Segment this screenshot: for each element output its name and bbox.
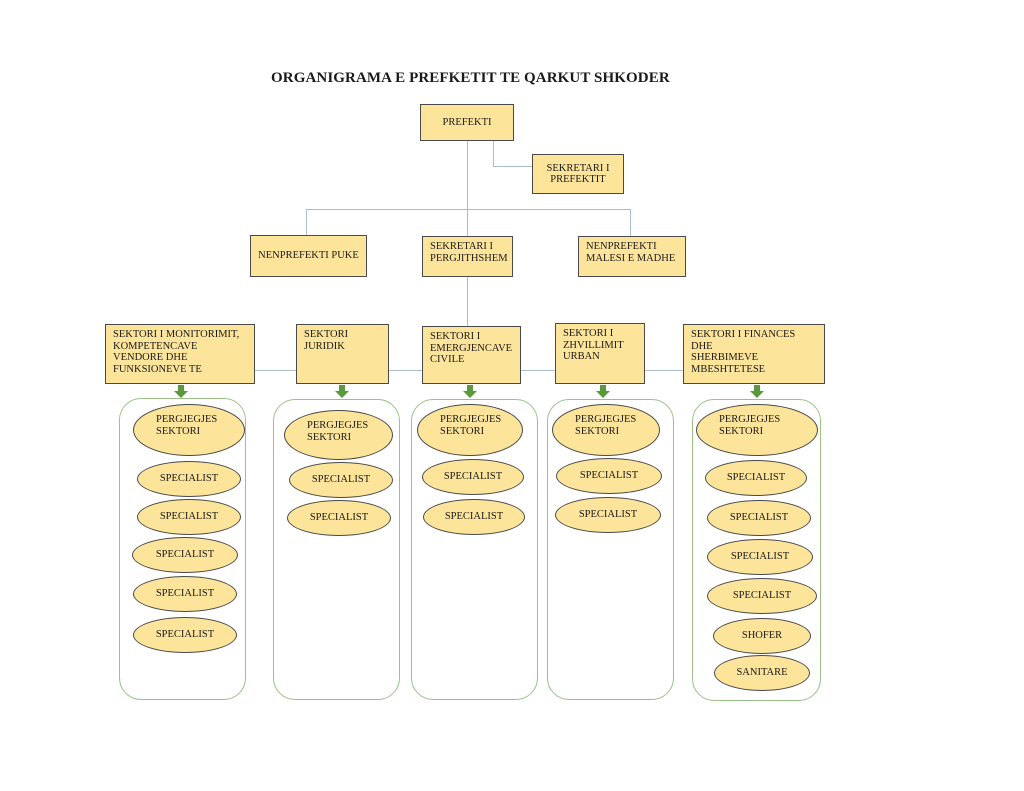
staff-label: SPECIALIST — [732, 590, 792, 602]
box-nenprefekti-malesi[interactable]: NENPREFEKTI MALESI E MADHE — [578, 236, 686, 277]
connector-nenprefekti-puke — [306, 209, 308, 236]
staff-label: SPECIALIST — [444, 511, 504, 523]
sector-name-line: SEKTORI I MONITORIMIT, — [113, 329, 240, 340]
oval-staff[interactable]: SPECIALIST — [137, 461, 241, 497]
oval-staff[interactable]: SPECIALIST — [422, 459, 524, 495]
prefekti-label: PREFEKTI — [442, 116, 492, 128]
sector-name-line: SEKTORI I — [563, 328, 614, 339]
staff-label: SPECIALIST — [155, 629, 215, 641]
oval-staff[interactable]: SANITARE — [714, 655, 810, 691]
staff-label: SPECIALIST — [730, 551, 790, 563]
sekretari-pergjithshem-line-1: SEKRETARI I — [430, 241, 494, 252]
lead-label-line: PERGJEGJES — [156, 414, 218, 425]
oval-staff[interactable]: SPECIALIST — [287, 500, 391, 536]
sector-name-line: JURIDIK — [304, 340, 345, 352]
oval-staff[interactable]: SPECIALIST — [423, 499, 525, 535]
sector-name-line: SEKTORI I FINANCES DHE — [691, 329, 796, 352]
connector-level2-horizontal — [306, 209, 631, 211]
staff-label: SPECIALIST — [443, 471, 503, 483]
connector-prefekti-secretary-h — [493, 166, 533, 168]
box-nenprefekti-puke[interactable]: NENPREFEKTI PUKE — [250, 235, 367, 277]
sector-name-line: SEKTORI — [304, 329, 349, 340]
sector-name-line: VENDORE DHE — [113, 352, 188, 363]
lead-label-line: SEKTORI — [156, 425, 201, 437]
sector-name-line: CIVILE — [430, 354, 465, 365]
box-sekretari-prefektit[interactable]: SEKRETARI I PREFEKTIT — [532, 154, 624, 194]
down-arrow-icon — [463, 385, 477, 398]
sector-name-line: ZHVILLIMIT — [563, 339, 624, 351]
staff-label: SPECIALIST — [578, 509, 638, 521]
sector-name-line: MBESHTETESE — [691, 363, 766, 375]
staff-label: SPECIALIST — [155, 588, 215, 600]
staff-label: SHOFER — [741, 630, 783, 642]
sekretari-prefektit-line-2: PREFEKTIT — [550, 174, 606, 185]
sector-name-line: EMERGJENCAVE — [430, 342, 513, 354]
staff-label: SPECIALIST — [311, 474, 371, 486]
staff-label: SPECIALIST — [155, 549, 215, 561]
lead-label-line: PERGJEGJES — [575, 414, 637, 425]
oval-staff[interactable]: SHOFER — [713, 618, 811, 654]
oval-staff[interactable]: SPECIALIST — [132, 537, 238, 573]
lead-label-line: SEKTORI — [719, 425, 764, 437]
connector-sekretari-pergjithshem — [467, 209, 469, 237]
oval-staff[interactable]: SPECIALIST — [133, 617, 237, 653]
staff-label: SPECIALIST — [159, 473, 219, 485]
oval-staff[interactable]: SPECIALIST — [705, 460, 807, 496]
nenprefekti-puke-label: NENPREFEKTI PUKE — [258, 250, 359, 262]
lead-label-line: SEKTORI — [307, 431, 352, 443]
down-arrow-icon — [335, 385, 349, 398]
staff-label: SPECIALIST — [309, 512, 369, 524]
sekretari-prefektit-line-1: SEKRETARI I — [546, 162, 610, 174]
sector-name-line: KOMPETENCAVE — [113, 340, 198, 352]
chart-title: ORGANIGRAMA E PREFKETIT TE QARKUT SHKODE… — [271, 70, 670, 86]
connector-nenprefekti-malesi — [630, 209, 632, 236]
oval-staff[interactable]: SPECIALIST — [133, 576, 237, 612]
oval-staff[interactable]: SPECIALIST — [137, 499, 241, 535]
oval-staff[interactable]: SPECIALIST — [555, 497, 661, 533]
down-arrow-icon — [596, 385, 610, 398]
oval-staff[interactable]: SPECIALIST — [707, 500, 811, 536]
down-arrow-icon — [750, 385, 764, 398]
connector-prefekti-secretary-v — [493, 140, 495, 167]
sekretari-pergjithshem-line-2: PERGJITHSHEM — [430, 252, 508, 264]
lead-label-line: PERGJEGJES — [719, 414, 781, 425]
sector-name-line: SEKTORI I — [430, 331, 481, 342]
oval-staff[interactable]: SPECIALIST — [707, 578, 817, 614]
sector-name-line: SHERBIMEVE — [691, 352, 759, 363]
box-sekretari-pergjithshem[interactable]: SEKRETARI I PERGJITHSHEM — [422, 236, 513, 277]
staff-label: SPECIALIST — [579, 470, 639, 482]
nenprefekti-malesi-line-2: MALESI E MADHE — [586, 252, 676, 264]
oval-staff[interactable]: SPECIALIST — [707, 539, 813, 575]
nenprefekti-malesi-line-1: NENPREFEKTI — [586, 241, 657, 252]
lead-label-line: PERGJEGJES — [440, 414, 502, 425]
lead-label-line: PERGJEGJES — [307, 420, 369, 431]
staff-label: SANITARE — [736, 667, 788, 679]
oval-staff[interactable]: SPECIALIST — [556, 458, 662, 494]
lead-label-line: SEKTORI — [440, 425, 485, 437]
connector-to-sectors — [467, 276, 469, 326]
oval-staff[interactable]: SPECIALIST — [289, 462, 393, 498]
staff-label: SPECIALIST — [159, 511, 219, 523]
down-arrow-icon — [174, 385, 188, 398]
staff-label: SPECIALIST — [726, 472, 786, 484]
staff-label: SPECIALIST — [729, 512, 789, 524]
connector-prefekti-down — [467, 140, 469, 210]
box-prefekti[interactable]: PREFEKTI — [420, 104, 514, 141]
sector-name-line: URBAN — [563, 351, 600, 362]
lead-label-line: SEKTORI — [575, 425, 620, 437]
sector-name-line: FUNKSIONEVE TE — [113, 363, 202, 375]
